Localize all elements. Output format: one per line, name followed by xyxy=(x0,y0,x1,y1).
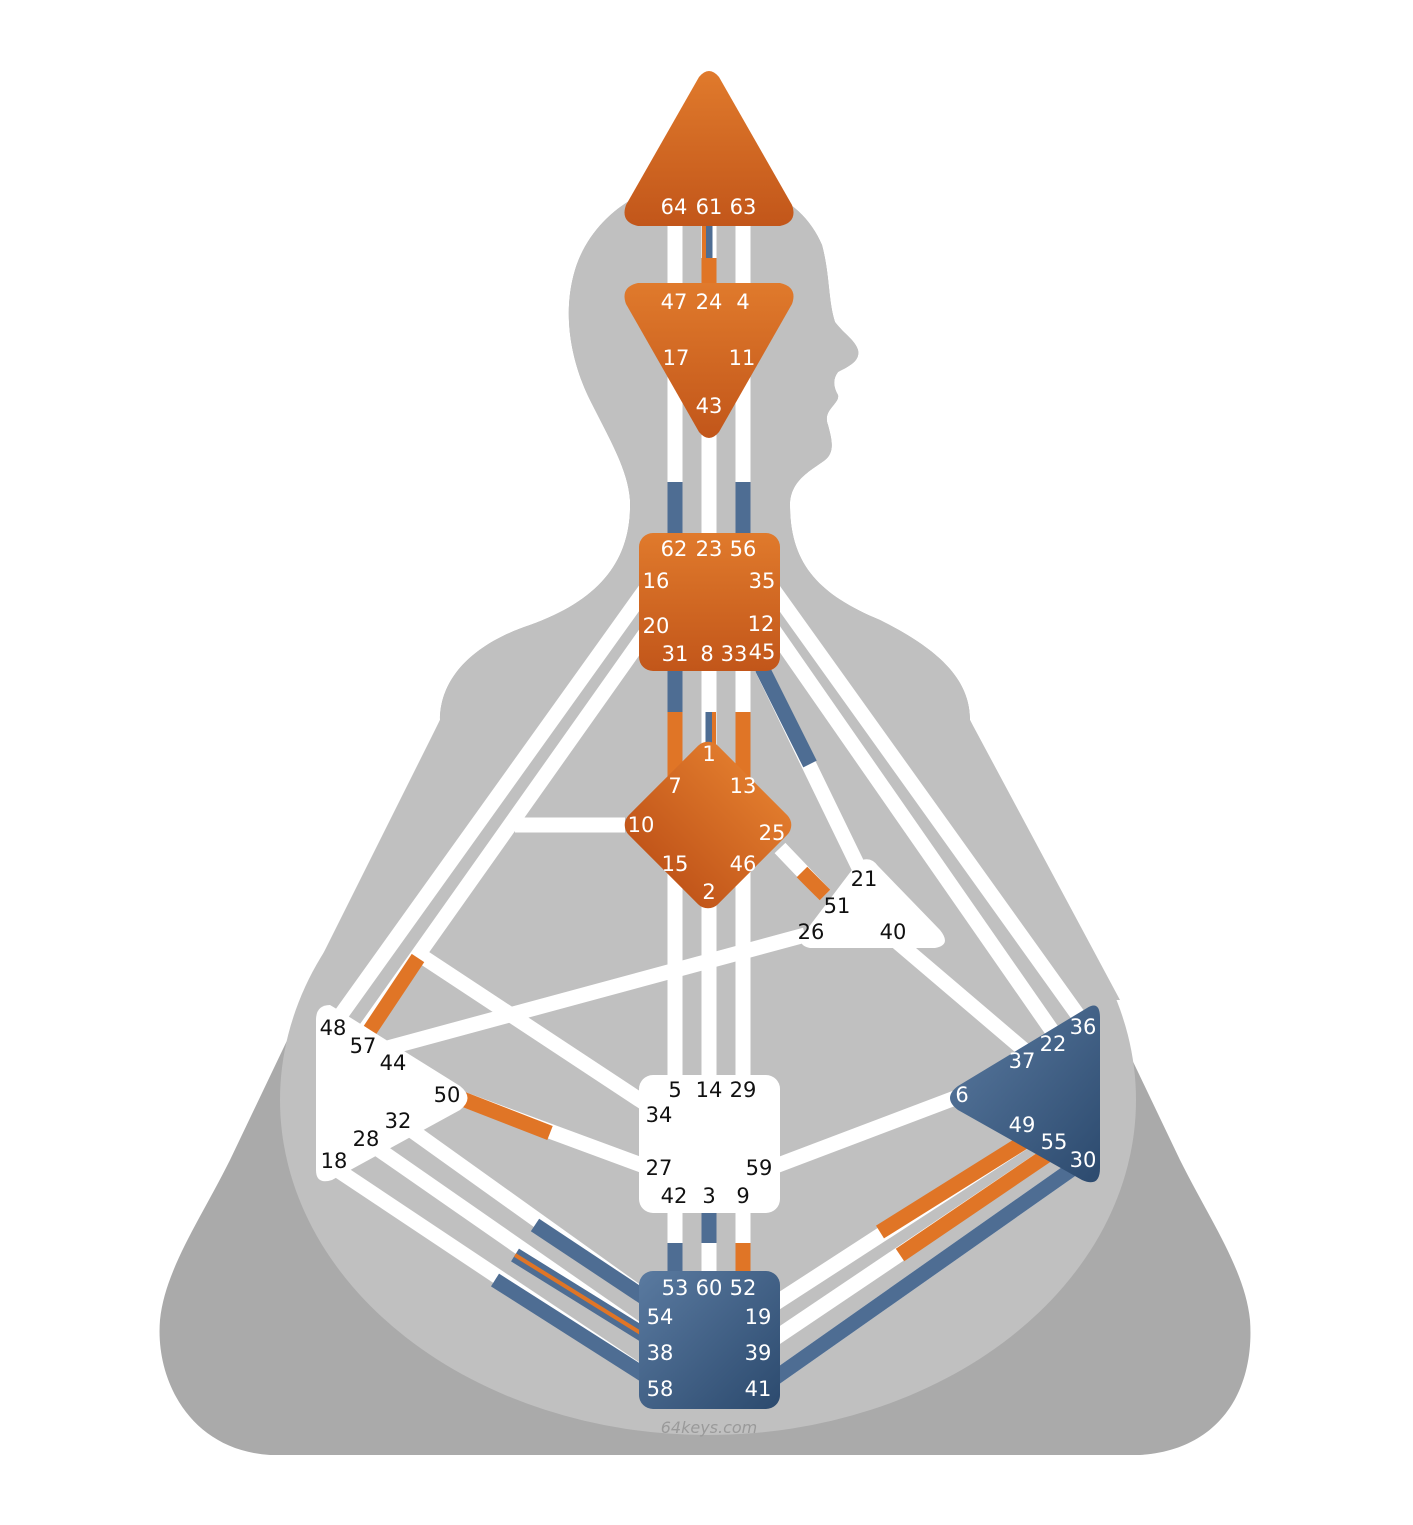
gate-17: 17 xyxy=(663,346,690,370)
channel-20-34 xyxy=(415,948,660,1117)
heart-center xyxy=(801,859,945,948)
solar-plexus-center xyxy=(950,1005,1100,1183)
gate-11: 11 xyxy=(729,346,756,370)
gate-1: 1 xyxy=(702,742,715,766)
gate-18: 18 xyxy=(321,1149,348,1173)
throat-center xyxy=(639,533,780,671)
gate-2: 2 xyxy=(702,880,715,904)
activation-58-design xyxy=(490,1273,665,1392)
gate-61: 61 xyxy=(696,195,723,219)
gate-64: 64 xyxy=(661,195,688,219)
gate-36: 36 xyxy=(1070,1015,1097,1039)
gate-45: 45 xyxy=(749,640,776,664)
gate-26: 26 xyxy=(798,920,825,944)
gate-52: 52 xyxy=(730,1276,757,1300)
gate-30: 30 xyxy=(1070,1148,1097,1172)
spleen-center xyxy=(316,1005,468,1182)
gate-54: 54 xyxy=(647,1305,674,1329)
activation-38-personality xyxy=(513,1253,662,1347)
gate-40: 40 xyxy=(880,920,907,944)
channel-40-37 xyxy=(890,934,1035,1061)
root-center xyxy=(639,1271,780,1409)
gate-19: 19 xyxy=(745,1305,772,1329)
gate-62: 62 xyxy=(661,537,688,561)
gate-8: 8 xyxy=(700,642,713,666)
gate-37: 37 xyxy=(1009,1049,1036,1073)
gate-13: 13 xyxy=(730,774,757,798)
gate-44: 44 xyxy=(380,1051,407,1075)
channel-12-22 xyxy=(763,620,1062,1040)
gate-48: 48 xyxy=(320,1016,347,1040)
gate-28: 28 xyxy=(353,1127,380,1151)
gate-57: 57 xyxy=(350,1034,377,1058)
gate-16: 16 xyxy=(643,569,670,593)
activations xyxy=(363,225,1090,1392)
gate-32: 32 xyxy=(385,1109,412,1133)
sacral-center xyxy=(639,1075,780,1213)
gate-46: 46 xyxy=(730,852,757,876)
gate-59: 59 xyxy=(746,1156,773,1180)
channel-16-48 xyxy=(323,585,652,1035)
watermark-text: 64keys.com xyxy=(661,1418,758,1437)
gate-42: 42 xyxy=(661,1184,688,1208)
gate-27: 27 xyxy=(646,1156,673,1180)
gate-25: 25 xyxy=(759,821,786,845)
gate-35: 35 xyxy=(749,569,776,593)
gate-24: 24 xyxy=(696,290,723,314)
gate-38: 38 xyxy=(647,1341,674,1365)
gate-60: 60 xyxy=(696,1276,723,1300)
activation-49-personality xyxy=(876,1128,1039,1239)
ajna-center xyxy=(624,283,794,438)
activation-50-personality xyxy=(457,1091,553,1140)
gate-53: 53 xyxy=(662,1276,689,1300)
head-center xyxy=(624,71,794,226)
gate-21: 21 xyxy=(851,867,878,891)
activation-55-personality xyxy=(895,1138,1067,1262)
channel-26-44 xyxy=(378,927,807,1058)
gate-15: 15 xyxy=(662,852,689,876)
gate-50: 50 xyxy=(434,1083,461,1107)
gate-55: 55 xyxy=(1041,1130,1068,1154)
gate-51: 51 xyxy=(824,894,851,918)
activation-45-design xyxy=(755,664,817,768)
g-center xyxy=(624,741,792,909)
gate-58: 58 xyxy=(647,1377,674,1401)
gate-22: 22 xyxy=(1040,1032,1067,1056)
activation-51-personality xyxy=(796,866,831,901)
gate-33: 33 xyxy=(721,642,748,666)
gate-49: 49 xyxy=(1009,1113,1036,1137)
gate-34: 34 xyxy=(646,1103,673,1127)
gate-20: 20 xyxy=(643,614,670,638)
gate-14: 14 xyxy=(696,1078,723,1102)
activation-57-personality xyxy=(363,953,425,1035)
channel-35-36 xyxy=(763,580,1092,1030)
gate-7: 7 xyxy=(668,774,681,798)
gate-39: 39 xyxy=(745,1341,772,1365)
gate-29: 29 xyxy=(730,1078,757,1102)
centers xyxy=(316,71,1100,1409)
gate-labels: 64 61 63 47 24 4 17 11 43 62 23 56 16 35… xyxy=(320,195,1097,1401)
gate-4: 4 xyxy=(736,290,749,314)
channel-59-6 xyxy=(762,1090,958,1178)
gate-3: 3 xyxy=(702,1184,715,1208)
gate-63: 63 xyxy=(730,195,757,219)
gate-31: 31 xyxy=(662,642,689,666)
gate-41: 41 xyxy=(745,1377,772,1401)
activation-41-design xyxy=(760,1153,1090,1392)
gate-43: 43 xyxy=(696,394,723,418)
gate-10: 10 xyxy=(628,813,655,837)
gate-56: 56 xyxy=(730,537,757,561)
gate-5: 5 xyxy=(668,1078,681,1102)
gate-12: 12 xyxy=(748,612,775,636)
gate-23: 23 xyxy=(696,537,723,561)
gate-6: 6 xyxy=(955,1083,968,1107)
gate-47: 47 xyxy=(661,290,688,314)
gate-9: 9 xyxy=(736,1184,749,1208)
